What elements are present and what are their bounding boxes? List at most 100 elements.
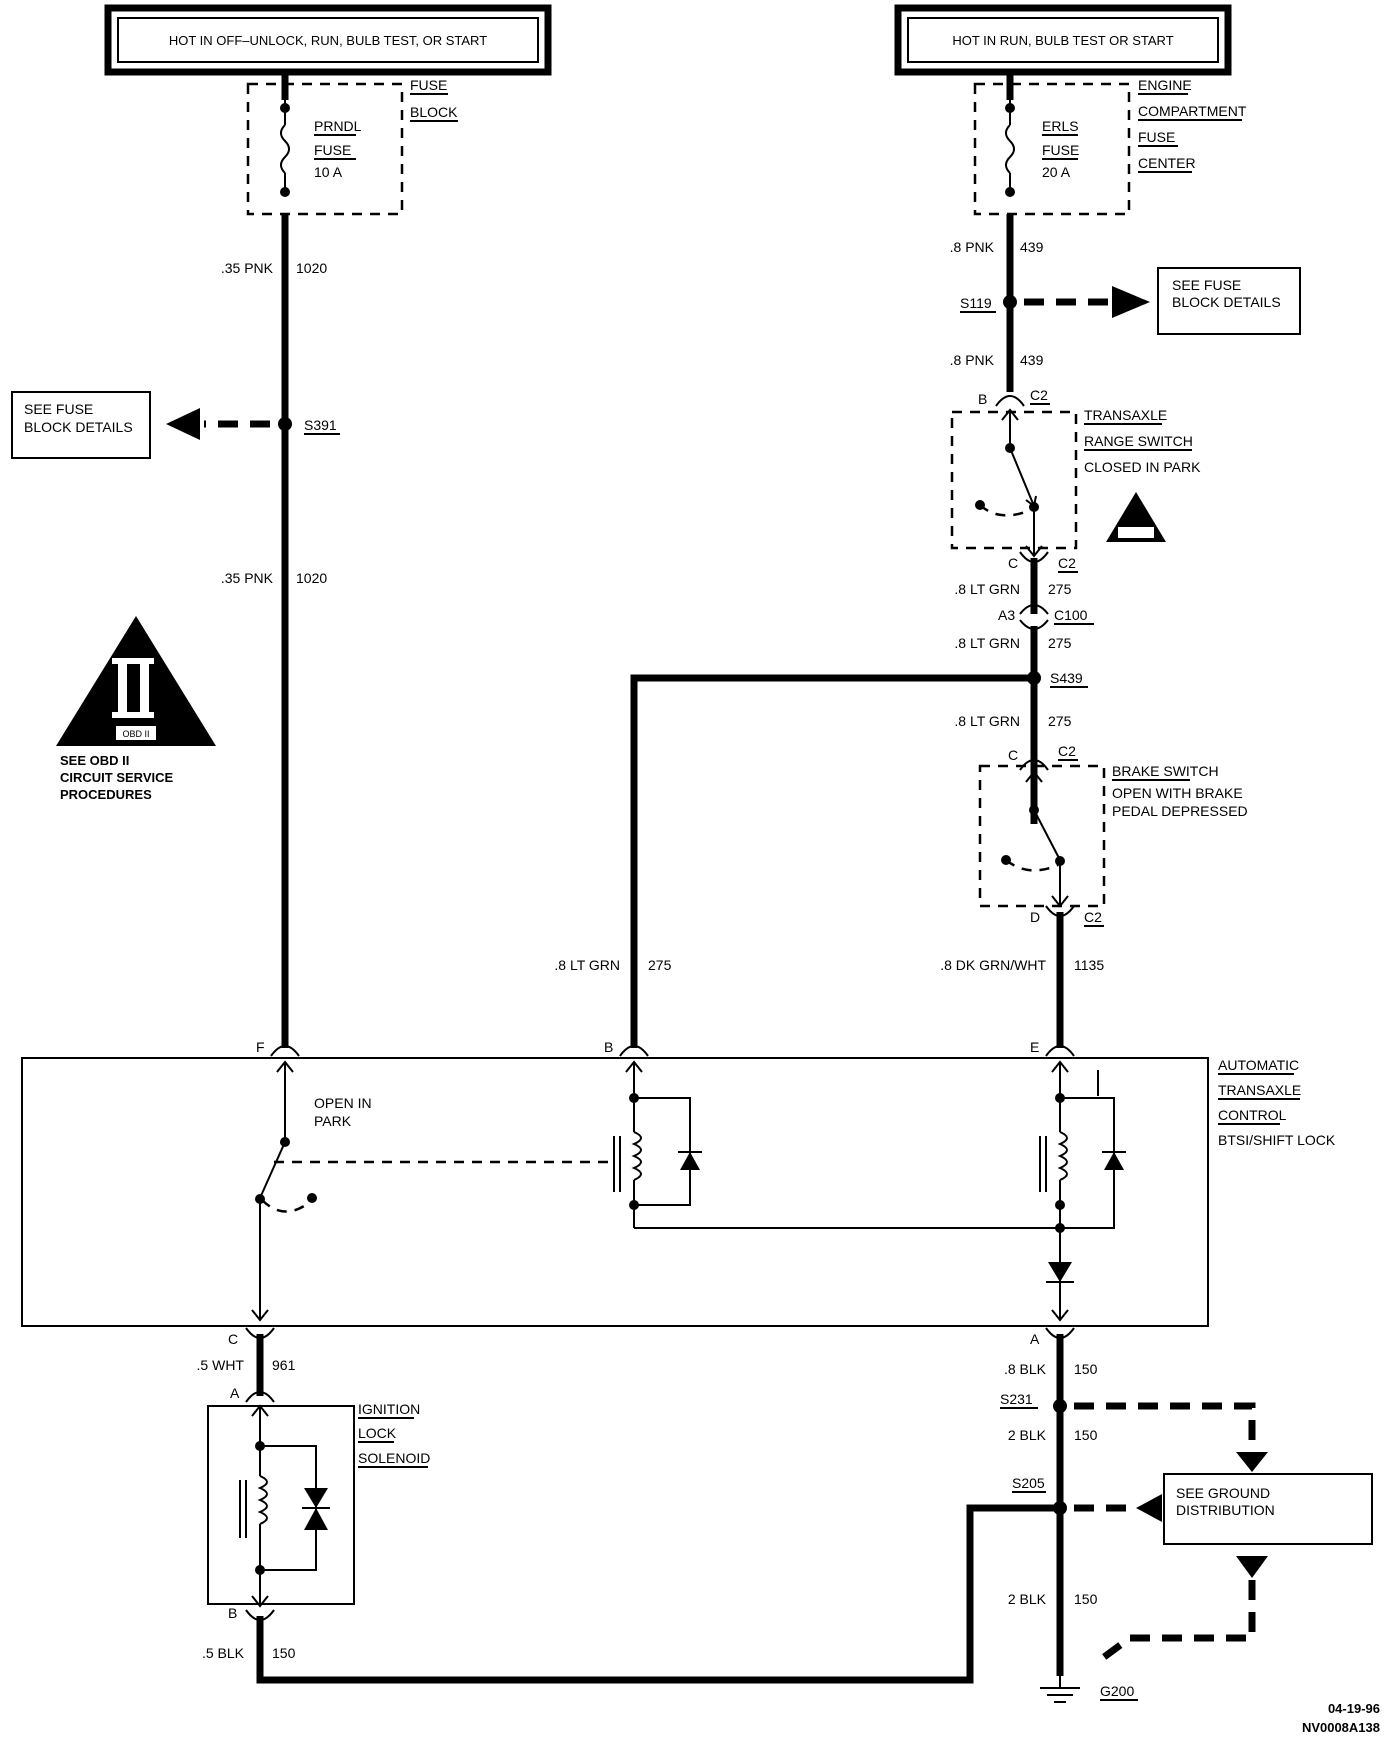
wires-w150-b-size: 2 BLK: [1008, 1427, 1047, 1443]
fuse-right-rating: 20 A: [1042, 164, 1071, 180]
wire-439-bot-size: .8 PNK: [950, 352, 995, 368]
connectors-c2-b-pin: B: [978, 391, 987, 407]
connectors-c2-c2-pin: C: [1008, 747, 1018, 763]
see-boxes-fuse-right-1: BLOCK DETAILS: [1172, 294, 1281, 310]
fuse-right-name: ERLS: [1042, 118, 1079, 134]
wires-w275-left-size: .8 LT GRN: [554, 957, 620, 973]
fuse-left-name: PRNDL: [314, 118, 362, 134]
connectors-c2-c1-pin: C: [1008, 555, 1018, 571]
wires-w961-size: .5 WHT: [197, 1357, 245, 1373]
arrow-left-icon: [166, 408, 200, 440]
wire-439-top-size: .8 PNK: [950, 239, 995, 255]
range-switch: [950, 408, 1078, 558]
connectors-mod-e: E: [1030, 1039, 1039, 1055]
see-boxes-fuse-left-0: SEE FUSE: [24, 401, 93, 417]
wires-w150-left-size: .5 BLK: [202, 1645, 245, 1661]
connectors-sol-b: B: [228, 1605, 237, 1621]
wires-w275-c-circuit: 275: [1048, 713, 1072, 729]
splices-s231: S231: [1000, 1391, 1033, 1407]
splice-s119: [1003, 295, 1017, 309]
wires-w275-a-size: .8 LT GRN: [954, 581, 1020, 597]
fuse-right-loc-3: FUSE: [1138, 129, 1175, 145]
relay-coil-right: [1039, 1060, 1126, 1322]
header-right: HOT IN RUN, BULB TEST OR START: [894, 4, 1232, 76]
see-boxes-fuse-left-1: BLOCK DETAILS: [24, 419, 133, 435]
wires-w150-c-circuit: 150: [1074, 1591, 1098, 1607]
connectors-c100-name: C100: [1054, 607, 1088, 623]
relay-coil-left: [613, 1060, 1060, 1229]
components-solenoid-1: LOCK: [358, 1425, 397, 1441]
wire-1020-top-circuit: 1020: [296, 260, 327, 276]
see-boxes-ground-0: SEE GROUND: [1176, 1485, 1270, 1501]
connectors-c2-c1-name: C2: [1058, 555, 1076, 571]
fuse-right-loc-2: COMPARTMENT: [1138, 103, 1247, 119]
components-park-switch-0: OPEN IN: [314, 1095, 372, 1111]
obd-note-3: PROCEDURES: [60, 787, 152, 802]
header-left: HOT IN OFF–UNLOCK, RUN, BULB TEST, OR ST…: [104, 4, 552, 76]
connectors-mod-b: B: [604, 1039, 613, 1055]
wires-w150-a-circuit: 150: [1074, 1361, 1098, 1377]
obd-label: OBD II: [122, 729, 149, 739]
wires-w961-circuit: 961: [272, 1357, 296, 1373]
see-fuse-right-box: SEE FUSE BLOCK DETAILS: [1157, 267, 1301, 335]
wires-w150-c-size: 2 BLK: [1008, 1591, 1047, 1607]
splices-s439: S439: [1050, 670, 1083, 686]
wires-w275-a-circuit: 275: [1048, 581, 1072, 597]
components-range-switch-1: RANGE SWITCH: [1084, 433, 1193, 449]
obd-note-1: SEE OBD II: [60, 753, 129, 768]
connectors-c2-d-pin: D: [1030, 909, 1040, 925]
fuse-left-loc-2: BLOCK: [410, 104, 458, 120]
components-range-switch-0: TRANSAXLE: [1084, 407, 1167, 423]
arrow-up-icon: [1236, 1452, 1268, 1472]
wires-w150-a-size: .8 BLK: [1004, 1361, 1047, 1377]
ground-icon: [1040, 1676, 1080, 1703]
connectors-sol-a: A: [230, 1385, 240, 1401]
footer-code: NV0008A138: [1302, 1720, 1380, 1735]
ground-label: G200: [1100, 1683, 1134, 1699]
connectors-mod-a: A: [1030, 1331, 1040, 1347]
fuse-left: PRNDL FUSE 10 A FUSE BLOCK: [246, 72, 458, 216]
splices-s205: S205: [1012, 1475, 1045, 1491]
ignition-lock-solenoid: [207, 1404, 355, 1608]
components-brake-switch-1: OPEN WITH BRAKE: [1112, 785, 1243, 801]
see-ground-box: SEE GROUND DISTRIBUTION: [1163, 1473, 1373, 1545]
fuse-right-loc-1: ENGINE: [1138, 77, 1192, 93]
components-module-3: BTSI/SHIFT LOCK: [1218, 1132, 1336, 1148]
connectors-c2-b-name: C2: [1030, 387, 1048, 403]
fuse-right: ERLS FUSE 20 A ENGINE COMPARTMENT FUSE C…: [973, 72, 1247, 216]
wire-1020-mid-size: .35 PNK: [221, 570, 274, 586]
components-brake-switch-2: PEDAL DEPRESSED: [1112, 803, 1248, 819]
components-solenoid-0: IGNITION: [358, 1401, 420, 1417]
footer-date: 04-19-96: [1328, 1701, 1380, 1716]
wire-1020-top-size: .35 PNK: [221, 260, 274, 276]
components-module-1: TRANSAXLE: [1218, 1082, 1301, 1098]
splice-s119-label: S119: [960, 295, 992, 311]
splice-s231: [1053, 1399, 1067, 1413]
wire-1020-mid-circuit: 1020: [296, 570, 327, 586]
wire-275-branch: [630, 674, 1034, 1048]
components-range-switch-2: CLOSED IN PARK: [1084, 459, 1201, 475]
see-boxes-fuse-right-0: SEE FUSE: [1172, 277, 1241, 293]
wire-439-bot-circuit: 439: [1020, 352, 1044, 368]
wires-w275-c-size: .8 LT GRN: [954, 713, 1020, 729]
wires-w275-b-circuit: 275: [1048, 635, 1072, 651]
obd-note-2: CIRCUIT SERVICE: [60, 770, 173, 785]
wire-439-top-circuit: 439: [1020, 239, 1044, 255]
fuse-left-loc-1: FUSE: [410, 77, 447, 93]
fuse-left-rating: 10 A: [314, 164, 343, 180]
splice-s391: [278, 417, 292, 431]
obd-triangle-icon: OBD II: [56, 616, 216, 746]
wires-w1135-circuit: 1135: [1074, 957, 1104, 973]
see-fuse-left-box: SEE FUSE BLOCK DETAILS: [11, 391, 151, 459]
fuse-right-loc-4: CENTER: [1138, 155, 1196, 171]
fuse-right-word: FUSE: [1042, 142, 1079, 158]
splice-s205: [1053, 1501, 1067, 1515]
wires-w1135-size: .8 DK GRN/WHT: [940, 957, 1046, 973]
module-box: [21, 1057, 1209, 1327]
connectors-c2-c2-name: C2: [1058, 743, 1076, 759]
park-switch: [251, 1060, 610, 1322]
fuse-left-word: FUSE: [314, 142, 351, 158]
connectors-mod-f: F: [256, 1039, 265, 1055]
see-boxes-ground-1: DISTRIBUTION: [1176, 1502, 1275, 1518]
